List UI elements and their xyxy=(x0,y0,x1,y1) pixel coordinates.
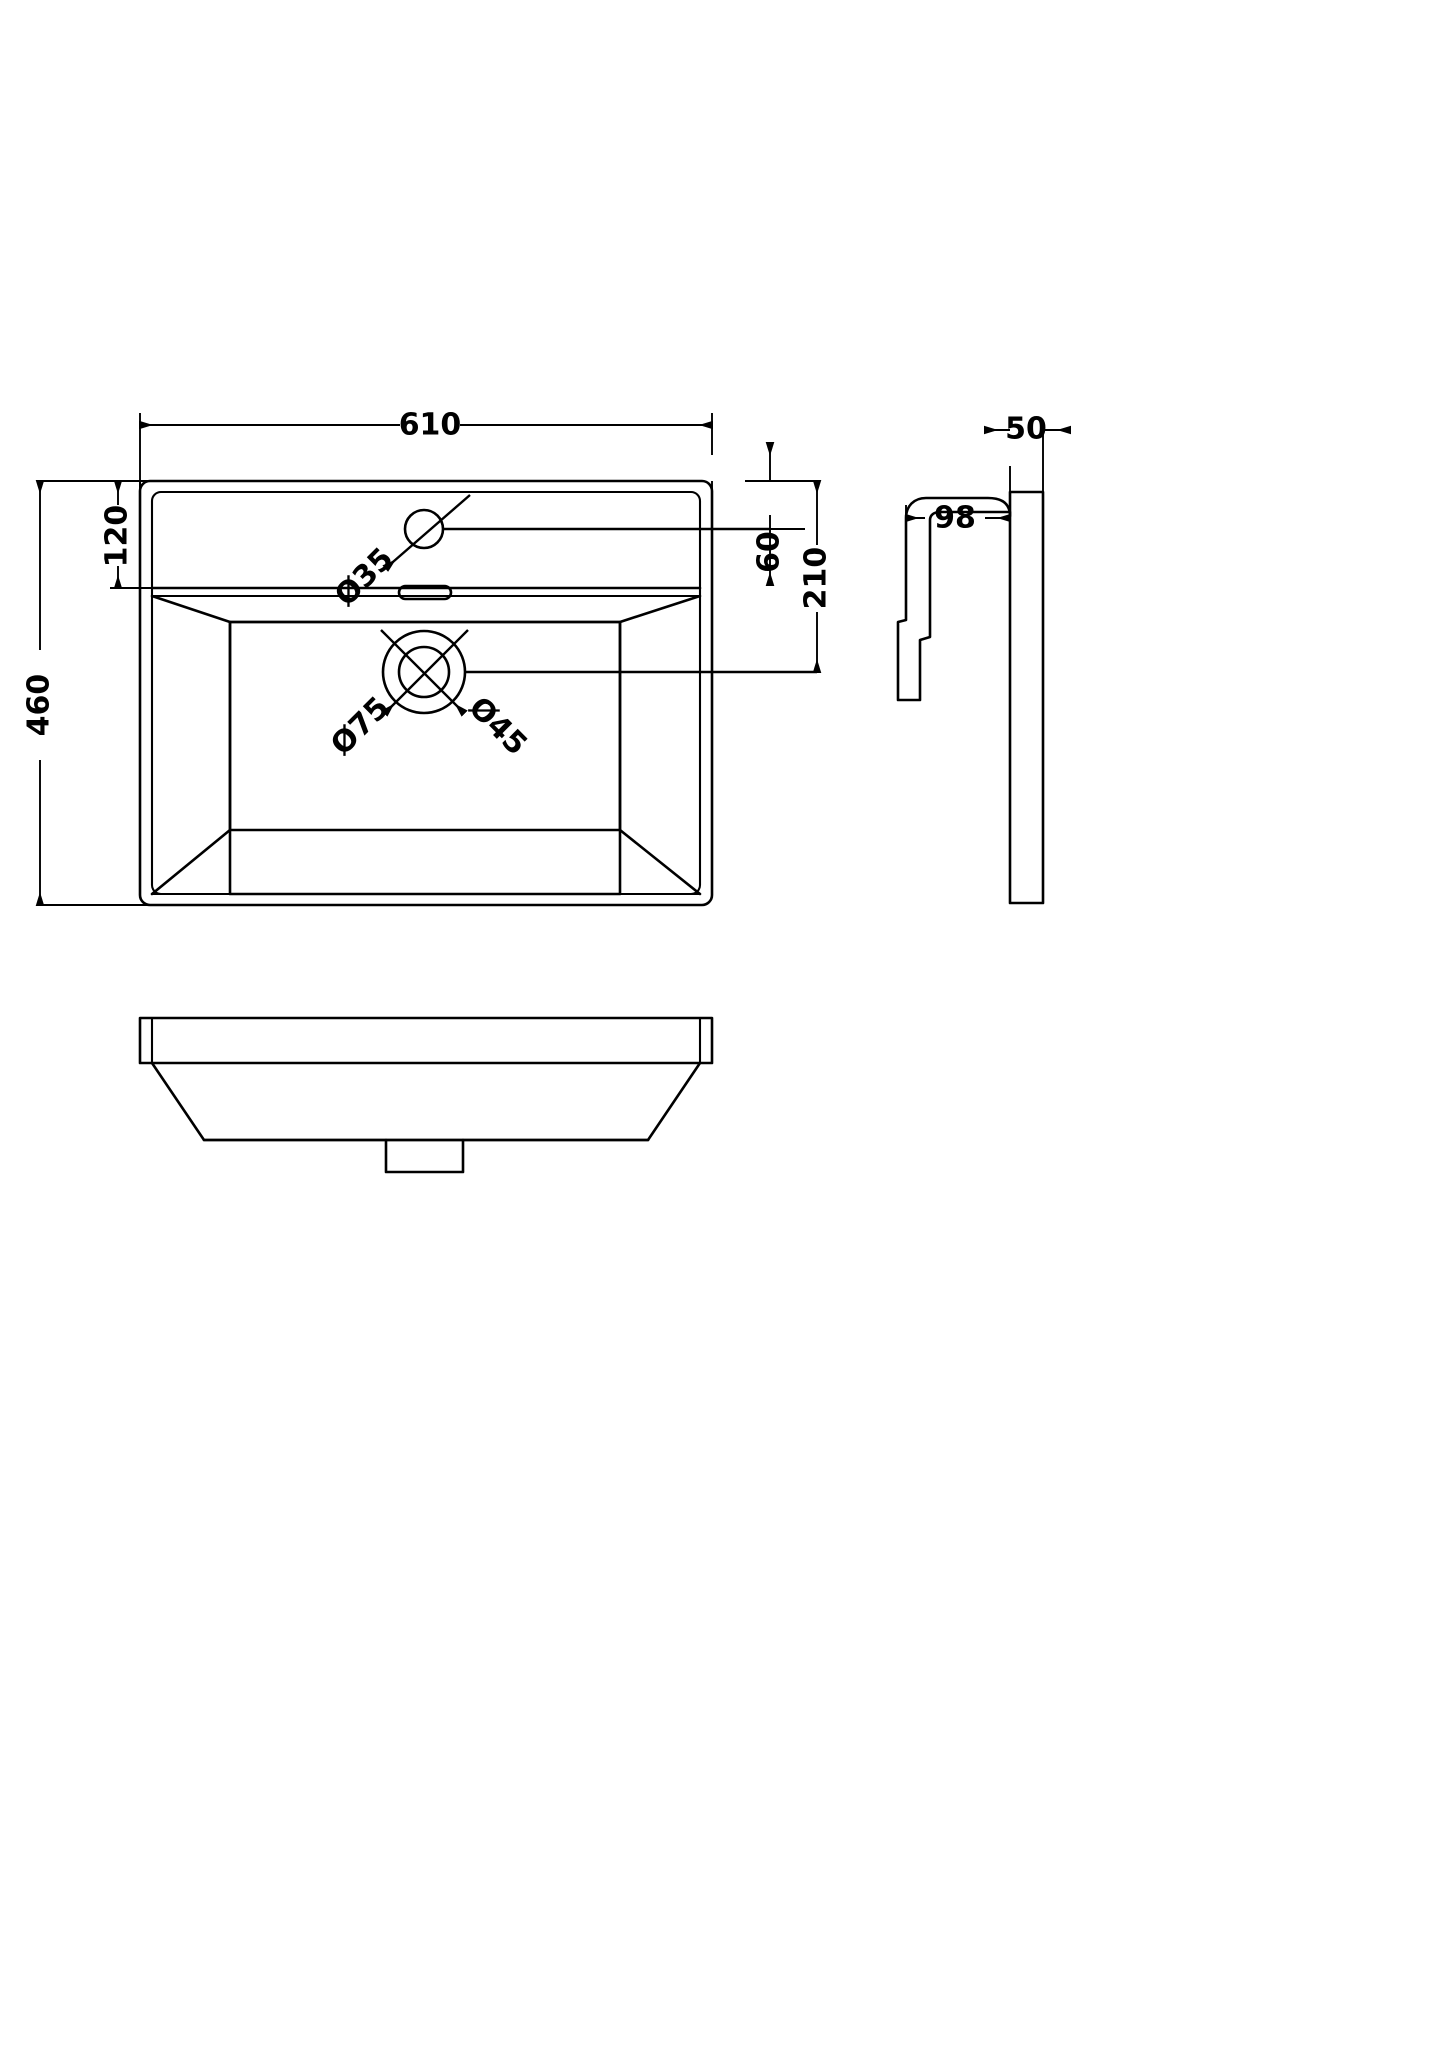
front-waste-boss xyxy=(384,1138,465,1174)
bowl-fold-right xyxy=(618,828,702,896)
dim-label-460: 460 xyxy=(22,674,57,737)
dim-label-610: 610 xyxy=(399,408,462,443)
dim-label-60: 60 xyxy=(752,531,787,573)
dim-label-dia45: Ø45 xyxy=(462,690,534,762)
dimension-50: 50 xyxy=(984,412,1071,498)
basin-inner-rim xyxy=(150,490,702,896)
dim-label-98: 98 xyxy=(934,501,976,536)
dimension-610: 610 xyxy=(139,408,713,545)
dimension-98: 98 xyxy=(905,501,1011,540)
bowl-base-rect xyxy=(228,620,622,896)
tap-hole-circle xyxy=(403,508,445,550)
dimension-60: 60 xyxy=(443,442,805,586)
overflow-slot xyxy=(397,584,453,601)
front-view-geometry xyxy=(138,1016,714,1174)
dim-label-dia35: Ø35 xyxy=(328,541,400,613)
front-bowl-body xyxy=(150,1061,702,1142)
dim-label-210: 210 xyxy=(799,547,834,610)
dimension-210: 210 xyxy=(465,480,834,674)
dim-label-dia75: Ø75 xyxy=(324,690,396,762)
top-view-geometry xyxy=(138,479,714,907)
bowl-fold-left xyxy=(150,828,232,896)
dimension-460: 460 xyxy=(22,480,170,906)
dim-label-120: 120 xyxy=(100,505,135,568)
dimension-120: 120 xyxy=(100,480,170,589)
side-view-geometry xyxy=(896,490,1045,905)
leader-dia35 xyxy=(382,494,471,572)
leader-dia45 xyxy=(380,629,468,717)
dim-label-50: 50 xyxy=(1005,412,1047,447)
leader-dia75 xyxy=(381,629,469,717)
basin-outer-rim xyxy=(138,479,714,907)
front-rim-outline xyxy=(138,1016,714,1065)
side-rear-slab xyxy=(1008,490,1045,905)
waste-hole-inner-circle xyxy=(397,645,451,699)
